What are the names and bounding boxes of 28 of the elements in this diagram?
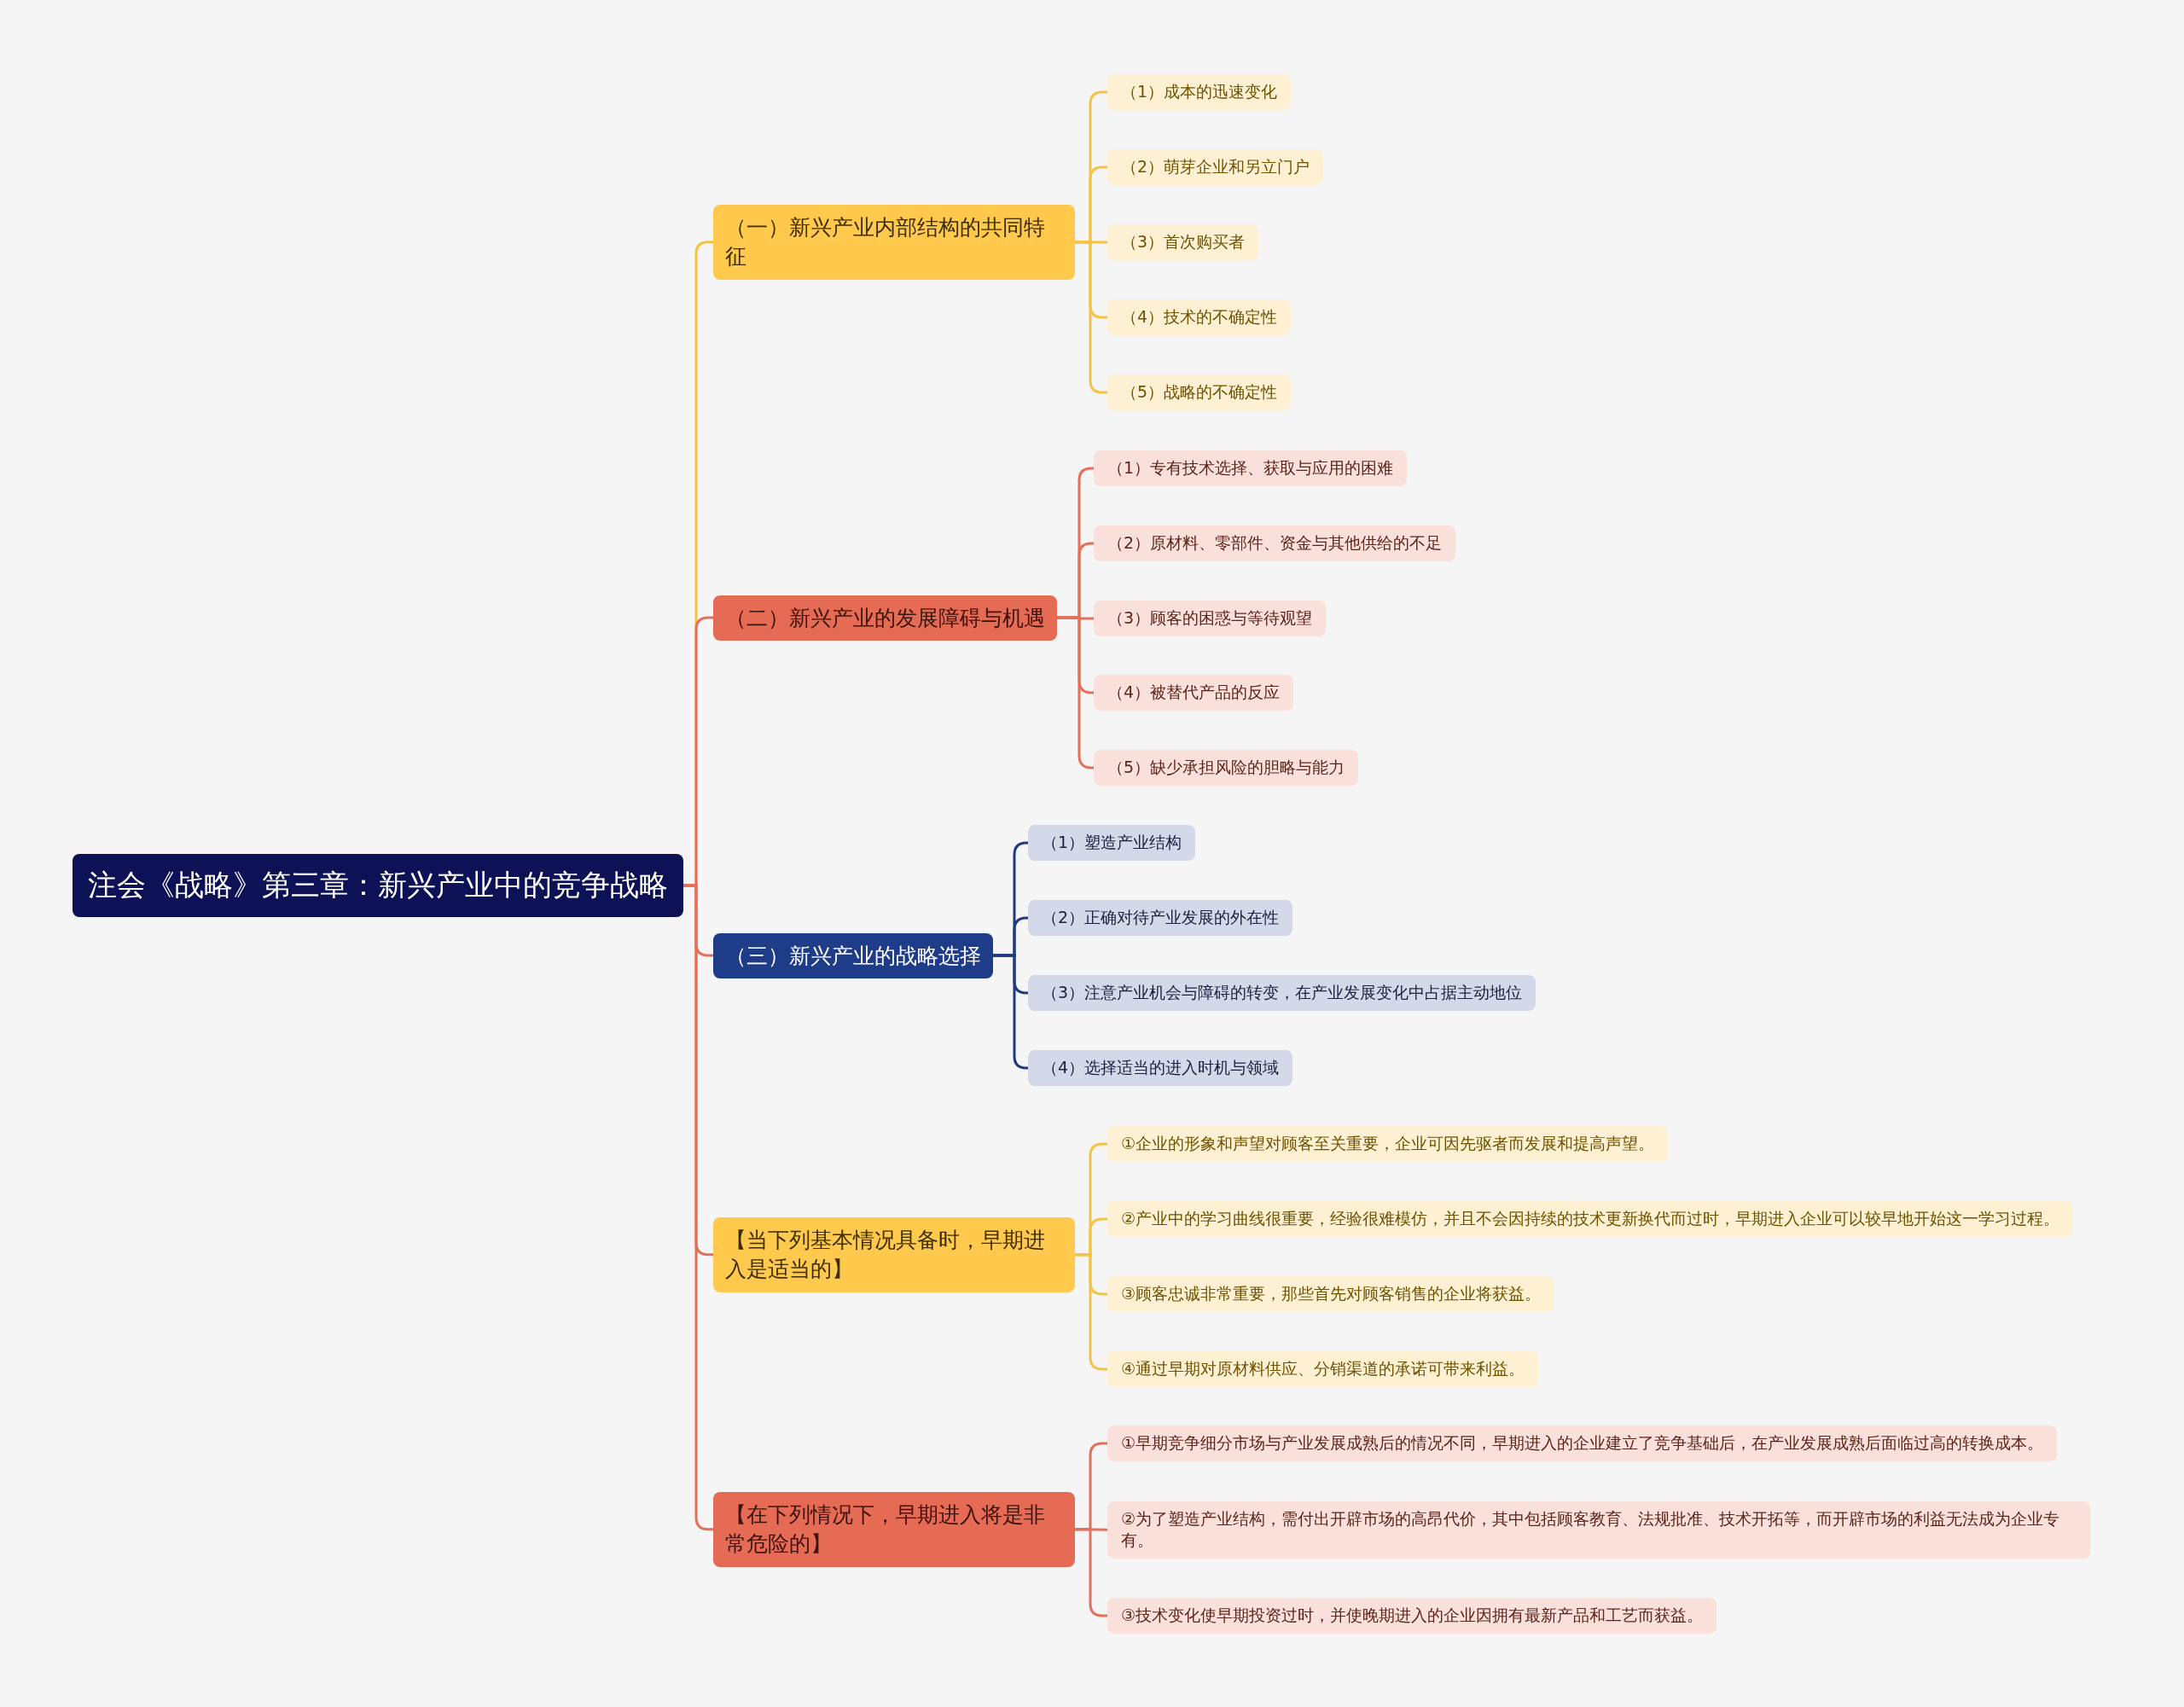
leaf-topic-box: （1）成本的迅速变化	[1107, 74, 1292, 110]
branch-topic-box: （二）新兴产业的发展障碍与机遇	[713, 595, 1057, 641]
leaf-topic-box: ②产业中的学习曲线很重要，经验很难模仿，并且不会因持续的技术更新换代而过时，早期进入企业可以较早地开始这一学习过程。	[1107, 1201, 2074, 1237]
connector-line	[1075, 241, 1107, 394]
leaf-topic-box: （2）原材料、零部件、资金与其他供给的不足	[1094, 525, 1456, 561]
leaf-topic-box: （4）被替代产品的反应	[1094, 675, 1294, 711]
branch-topic-box: 【在下列情况下，早期进入将是非常危险的】	[713, 1492, 1075, 1567]
leaf-topic-box: （1）专有技术选择、获取与应用的困难	[1094, 450, 1408, 486]
leaf-topic-box: （3）顾客的困惑与等待观望	[1094, 601, 1327, 636]
leaf-topic-box: ②为了塑造产业结构，需付出开辟市场的高昂代价，其中包括顾客教育、法规批准、技术开拓等，而开辟市场的利益无法成为企业专有。	[1107, 1501, 2090, 1559]
leaf-topic-box: （5）战略的不确定性	[1107, 374, 1292, 410]
leaf-topic-box: ④通过早期对原材料供应、分销渠道的承诺可带来利益。	[1107, 1351, 1539, 1387]
leaf-topic-box: （2）正确对待产业发展的外在性	[1028, 900, 1293, 936]
branch-topic-box: 【当下列基本情况具备时，早期进入是适当的】	[713, 1217, 1075, 1292]
leaf-topic-box: （4）选择适当的进入时机与领域	[1028, 1050, 1293, 1086]
leaf-topic-box: （1）塑造产业结构	[1028, 825, 1196, 861]
leaf-topic-box: （2）萌芽企业和另立门户	[1107, 149, 1324, 185]
leaf-topic-box: ③顾客忠诚非常重要，那些首先对顾客销售的企业将获益。	[1107, 1276, 1555, 1312]
leaf-topic-box: （3）注意产业机会与障碍的转变，在产业发展变化中占据主动地位	[1028, 975, 1536, 1011]
branch-topic-box: （一）新兴产业内部结构的共同特征	[713, 205, 1075, 280]
leaf-topic-box: （5）缺少承担风险的胆略与能力	[1094, 750, 1359, 786]
leaf-topic-box: ①企业的形象和声望对顾客至关重要，企业可因先驱者而发展和提高声望。	[1107, 1126, 1669, 1162]
leaf-topic-box: （3）首次购买者	[1107, 224, 1259, 260]
leaf-topic-box: ③技术变化使早期投资过时，并使晚期进入的企业因拥有最新产品和工艺而获益。	[1107, 1598, 1717, 1634]
root-topic-box: 注会《战略》第三章：新兴产业中的竞争战略	[73, 854, 683, 917]
branch-topic-box: （三）新兴产业的战略选择	[713, 932, 993, 978]
leaf-topic-box: ①早期竞争细分市场与产业发展成熟后的情况不同，早期进入的企业建立了竞争基础后，在产业发展成熟后面临过高的转换成本。	[1107, 1425, 2058, 1461]
leaf-topic-box: （4）技术的不确定性	[1107, 299, 1292, 335]
